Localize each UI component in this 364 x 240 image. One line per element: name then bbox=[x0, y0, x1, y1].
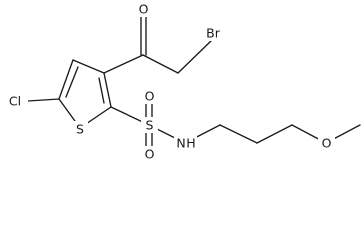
bond-c3-c4 bbox=[72, 59, 105, 74]
bond-ch2-br bbox=[177, 39, 213, 74]
bond-c4-c5 bbox=[58, 59, 74, 100]
bromine-label: Br bbox=[206, 26, 221, 41]
bond-c2-c3 bbox=[103, 72, 112, 108]
chlorine-label: Cl bbox=[9, 94, 21, 109]
ether-oxygen-label: O bbox=[322, 136, 332, 151]
sulfonyl-sulfur-label: S bbox=[146, 118, 154, 133]
ketone-oxygen-label: O bbox=[139, 2, 149, 17]
bond-ch2-ch2b bbox=[256, 124, 293, 144]
bond-carbonyl-ch2 bbox=[142, 54, 179, 74]
bond-c3-carbonyl bbox=[103, 54, 144, 74]
bond-c4-c5-inner bbox=[65, 66, 79, 98]
sulfonyl-oxygen-bottom-label: O bbox=[145, 147, 155, 162]
atom-labels: O Br Cl S O S O N H O bbox=[2, 1, 335, 162]
bond-c2-c3-inner bbox=[98, 77, 105, 104]
bond-ch2-ch2 bbox=[219, 124, 258, 144]
amide-nitrogen-label: N bbox=[176, 136, 185, 151]
chemical-structure-diagram: O Br Cl S O S O N H O bbox=[2, 1, 361, 162]
thiophene-sulfur-label: S bbox=[76, 122, 84, 137]
bond-c5-cl bbox=[27, 98, 60, 102]
sulfonyl-oxygen-top-label: O bbox=[145, 89, 155, 104]
amide-hydrogen-label: H bbox=[186, 136, 195, 151]
